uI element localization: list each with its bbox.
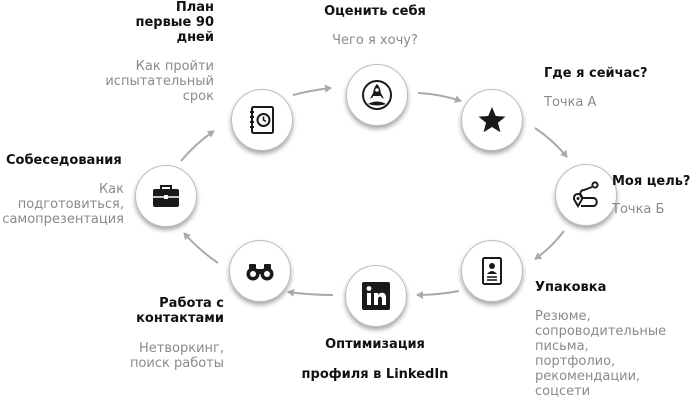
step-title-goal: Моя цель? [612,174,691,189]
route-icon [573,181,599,208]
briefcase-icon [153,185,179,207]
planner-icon [250,106,274,134]
step-subtitle-contacts: Нетворкинг, поиск работы [129,341,224,371]
arrow-8 [180,130,215,162]
arrow-1 [292,84,332,96]
step-title-linkedin: Оптимизация профиля в LinkedIn [301,337,449,382]
step-subtitle-goal: Точка Б [612,202,665,217]
step-subtitle-90-day-plan: Как пройти испытательный срок [105,59,214,104]
step-node-current-state [461,89,523,151]
step-node-contacts [229,240,291,302]
step-title-self-assessment: Оценить себя [324,4,426,19]
step-title-90-day-plan: План первые 90 дней [135,0,214,45]
step-node-interviews [135,165,197,227]
arrow-6 [287,288,334,297]
binoculars-icon [246,264,274,281]
step-node-packaging [461,240,523,302]
arrow-2 [417,92,462,103]
step-subtitle-interviews: Как подготовиться, самопрезентация [2,182,124,227]
rocket-icon [362,80,392,110]
step-node-linkedin [345,265,407,327]
arrow-7 [183,232,219,264]
step-title-interviews: Собеседования [6,153,122,168]
step-subtitle-packaging: Резюме, сопроводительные письма, портфол… [535,309,667,399]
resume-icon [482,257,502,285]
step-node-self-assessment [346,64,408,126]
star-icon [478,107,506,133]
step-subtitle-self-assessment: Чего я хочу? [332,33,418,48]
step-title-current-state: Где я сейчас? [544,66,648,81]
step-title-packaging: Упаковка [535,280,607,295]
arrow-3 [534,127,568,158]
step-subtitle-current-state: Точка А [544,95,597,110]
step-node-90-day-plan [231,89,293,151]
arrow-5 [416,290,460,299]
linkedin-icon [362,282,390,310]
step-node-goal [555,164,617,226]
step-title-contacts: Работа с контактами [136,296,224,326]
arrow-4 [534,230,565,260]
